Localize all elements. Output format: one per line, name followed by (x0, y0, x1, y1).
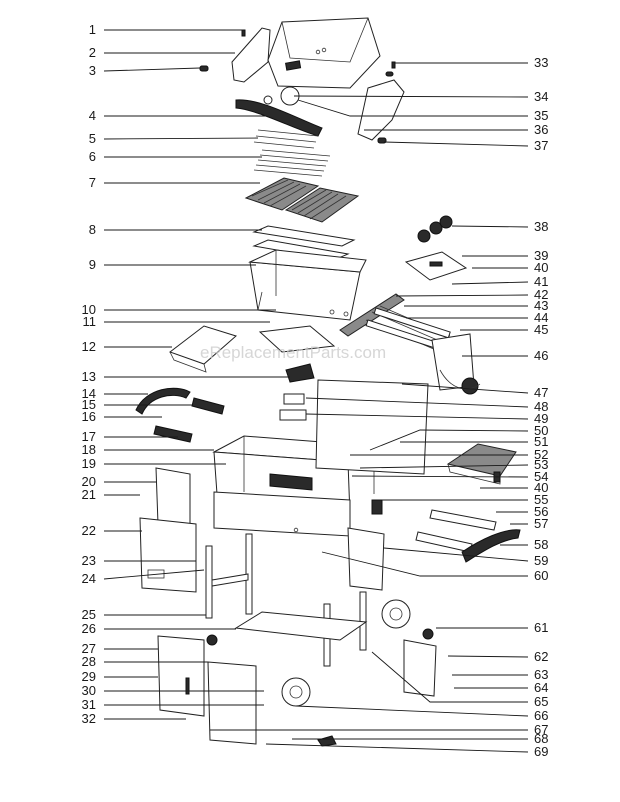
callout-25: 25 (82, 607, 96, 622)
callout-56: 56 (534, 504, 548, 519)
callout-1: 1 (89, 22, 96, 37)
callout-11: 11 (83, 314, 97, 329)
callout-10: 10 (82, 302, 96, 317)
callout-27: 27 (82, 641, 96, 656)
callout-49: 49 (534, 411, 548, 426)
callout-3: 3 (89, 63, 96, 78)
callout-65: 65 (534, 694, 548, 709)
callout-31: 31 (82, 697, 96, 712)
callout-45: 45 (534, 322, 548, 337)
callout-24: 24 (82, 571, 96, 586)
callout-43: 43 (534, 298, 548, 313)
side-panels (139, 467, 437, 697)
side-table-left (135, 325, 238, 443)
burner-assembly (339, 215, 481, 395)
callout-4: 4 (89, 108, 96, 123)
callout-18: 18 (82, 442, 96, 457)
cooking-grates (244, 129, 360, 223)
callout-60: 60 (534, 568, 548, 583)
watermark: eReplacementParts.com (200, 343, 386, 362)
callout-8: 8 (89, 222, 96, 237)
callout-12: 12 (82, 339, 96, 354)
callout-16: 16 (82, 409, 96, 424)
callout-50: 50 (534, 423, 548, 438)
callout-38: 38 (534, 219, 548, 234)
lid-assembly (199, 17, 405, 144)
callout-2: 2 (89, 45, 96, 60)
callout-20: 20 (82, 474, 96, 489)
left-callouts: 1 2 3 4 5 6 7 8 9 10 11 12 13 14 15 16 1… (82, 22, 96, 726)
callout-13: 13 (82, 369, 96, 384)
callout-57: 57 (534, 516, 548, 531)
callout-15: 15 (82, 397, 96, 412)
callout-39: 39 (534, 248, 548, 263)
callout-44: 44 (534, 310, 548, 325)
callout-61: 61 (534, 620, 548, 635)
callout-37: 37 (534, 138, 548, 153)
callout-40b: 40 (534, 480, 548, 495)
callout-7: 7 (89, 175, 96, 190)
callout-68: 68 (534, 731, 548, 746)
callout-58: 58 (534, 537, 548, 552)
callout-5: 5 (89, 131, 96, 146)
callout-55: 55 (534, 492, 548, 507)
callout-22: 22 (82, 523, 96, 538)
callout-66: 66 (534, 708, 548, 723)
callout-53: 53 (534, 457, 548, 472)
callout-59: 59 (534, 553, 548, 568)
callout-23: 23 (82, 553, 96, 568)
callout-29: 29 (82, 669, 96, 684)
callout-54: 54 (534, 469, 548, 484)
callout-67: 67 (534, 722, 548, 737)
callout-47: 47 (534, 385, 548, 400)
callout-42: 42 (534, 287, 548, 302)
callout-9: 9 (89, 257, 96, 272)
callout-36: 36 (534, 122, 548, 137)
callout-52: 52 (534, 447, 548, 462)
callout-17: 17 (82, 429, 96, 444)
callout-33: 33 (534, 55, 548, 70)
side-table-right (371, 443, 521, 563)
callout-51: 51 (534, 434, 548, 449)
callout-46: 46 (534, 348, 548, 363)
callout-30: 30 (82, 683, 96, 698)
frame-cart (212, 379, 429, 537)
callout-28: 28 (82, 654, 96, 669)
callout-34: 34 (534, 89, 548, 104)
callout-63: 63 (534, 667, 548, 682)
callout-32: 32 (82, 711, 96, 726)
callout-40: 40 (534, 260, 548, 275)
callout-64: 64 (534, 680, 548, 695)
legs-and-shelf (157, 533, 434, 747)
callout-26: 26 (82, 621, 96, 636)
cookbox (248, 225, 367, 383)
callout-19: 19 (82, 456, 96, 471)
callout-41: 41 (534, 274, 548, 289)
callout-35: 35 (534, 108, 548, 123)
callout-21: 21 (82, 487, 96, 502)
callout-48: 48 (534, 399, 548, 414)
leader-lines (103, 29, 529, 753)
right-callouts: 33 34 35 36 37 38 39 40 41 42 43 44 45 4… (534, 55, 548, 759)
callout-69: 69 (534, 744, 548, 759)
callout-14: 14 (82, 386, 96, 401)
callout-6: 6 (89, 149, 96, 164)
callout-62: 62 (534, 649, 548, 664)
